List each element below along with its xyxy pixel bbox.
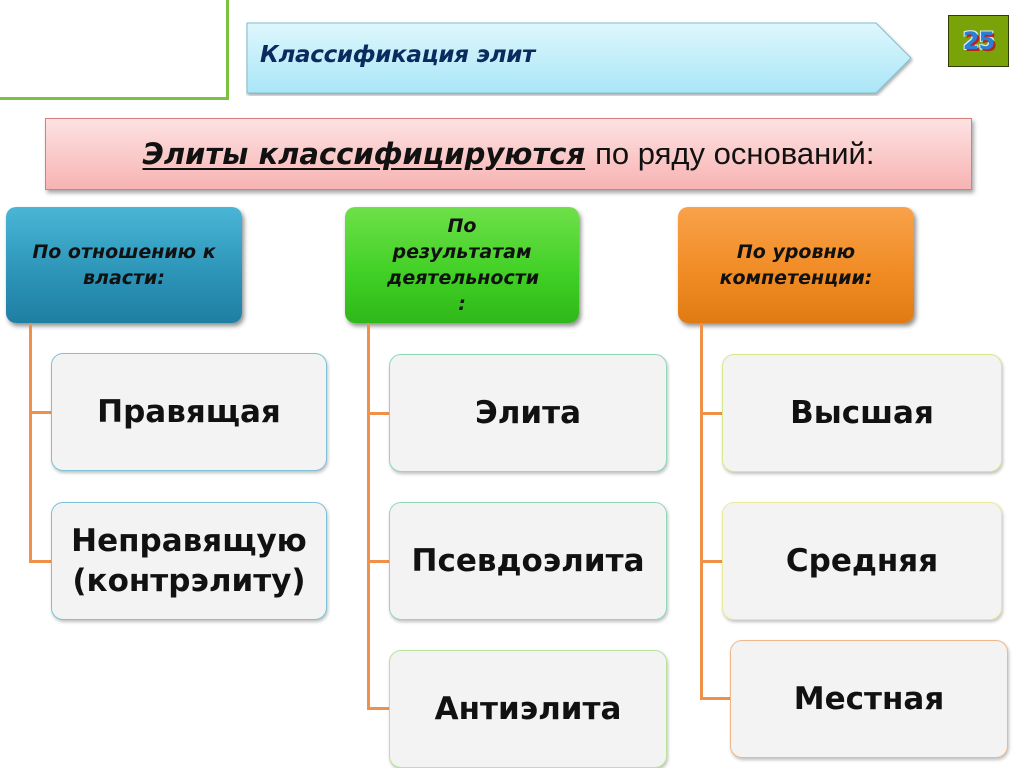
title-banner: Классификация элит (246, 22, 914, 96)
item-higher: Высшая (722, 354, 1002, 472)
connector-line (700, 697, 730, 700)
category-label: По результатам деятельности : (387, 215, 540, 315)
item-label: Правящая (97, 394, 281, 430)
connector-line (367, 412, 389, 415)
item-pseudo-elite: Псевдоэлита (389, 502, 667, 620)
item-elite: Элита (389, 354, 667, 472)
subtitle-rest: по ряду оснований: (595, 136, 875, 171)
corner-frame-decoration (0, 0, 229, 100)
connector-line (700, 412, 722, 415)
item-label: Антиэлита (434, 691, 622, 727)
category-competence-level: По уровню компетенции: (678, 207, 914, 323)
category-label: По уровню компетенции: (719, 241, 873, 289)
item-ruling: Правящая (51, 353, 327, 471)
item-label: Высшая (790, 395, 934, 431)
subtitle-emphasis: Элиты классифицируются (142, 137, 586, 171)
arrow-shape-icon (246, 22, 912, 94)
category-activity-results: По результатам деятельности : (345, 207, 579, 323)
connector-line (700, 560, 722, 563)
item-label: Средняя (785, 543, 939, 579)
connector-line (700, 323, 703, 700)
connector-line (29, 411, 51, 414)
item-non-ruling: Неправящую (контрэлиту) (51, 502, 327, 620)
item-anti-elite: Антиэлита (389, 650, 667, 768)
subtitle-banner: Элиты классифицируются по ряду оснований… (45, 118, 972, 190)
connector-line (29, 323, 32, 563)
connector-line (367, 560, 389, 563)
item-middle: Средняя (722, 502, 1002, 620)
item-label: Элита (474, 395, 582, 431)
item-label: Псевдоэлита (411, 543, 645, 579)
item-local: Местная (730, 640, 1008, 758)
connector-line (367, 323, 370, 710)
connector-line (367, 707, 389, 710)
slide-number: 25 (962, 27, 995, 55)
slide-title: Классификация элит (260, 42, 536, 68)
category-label: По отношению к власти: (32, 241, 216, 289)
connector-line (29, 560, 51, 563)
slide-number-badge: 25 (948, 15, 1009, 67)
item-label: Местная (793, 681, 945, 717)
category-power-relation: По отношению к власти: (6, 207, 242, 323)
item-label: Неправящую (контрэлиту) (71, 523, 307, 599)
